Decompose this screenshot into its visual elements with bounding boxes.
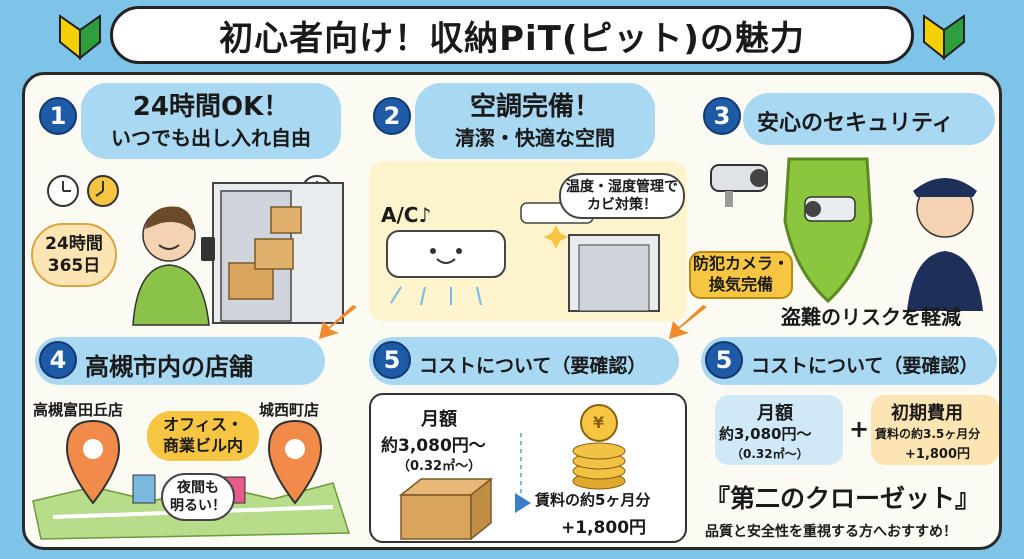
note-line: カビ対策！ <box>587 197 657 213</box>
section-number: 4 <box>39 341 77 379</box>
bubble-line: 明るい！ <box>170 498 226 514</box>
section-5b-bubble <box>701 337 997 385</box>
section-number: 5 <box>705 341 743 379</box>
section-number: 2 <box>373 97 411 135</box>
security-illustration <box>710 157 983 311</box>
section-5a-heading: コストについて（要確認） <box>419 355 647 377</box>
monthly-panel <box>715 395 843 465</box>
beginner-leaf-icon <box>923 14 965 61</box>
plus-sign: + <box>849 415 870 443</box>
deposit-line: +1,800円 <box>561 518 647 538</box>
monthly-label: 月額 <box>757 403 793 424</box>
coin-stack-icon <box>572 404 626 490</box>
section-1-subheading: いつでも出し入れ自由 <box>111 125 311 150</box>
initial-cost-line: +1,800円 <box>905 447 971 462</box>
beginner-leaf-icon <box>59 14 101 61</box>
area-value: （0.32㎡～） <box>731 447 809 461</box>
initial-cost-line: 賃料の約3.5ヶ月分 <box>875 427 981 441</box>
infographic-board: 1 24時間OK！ いつでも出し入れ自由 24時間 365日 2 空調完備！ 清… <box>22 72 1002 550</box>
section-1-bubble: 24時間OK！ いつでも出し入れ自由 <box>81 83 341 159</box>
clock-icon <box>87 175 119 207</box>
humidity-note: 温度・湿度管理で カビ対策！ <box>559 173 685 219</box>
ac-label: A/C♪ <box>381 203 432 227</box>
initial-cost-label: 初期費用 <box>891 403 963 424</box>
closet-slogan: 『第二のクローゼット』 <box>705 484 981 513</box>
security-guard-icon <box>907 178 983 311</box>
air-conditioner-illustration <box>386 202 660 312</box>
risk-text: 盗難のリスクを軽減 <box>781 305 961 329</box>
arrow-icon <box>515 493 531 513</box>
office-location-bubble: オフィス・ 商業ビル内 <box>147 411 259 461</box>
badge-line: 365日 <box>47 256 101 276</box>
monthly-value: 約3,080円～ <box>719 425 812 443</box>
bubble-line: 商業ビル内 <box>162 436 243 455</box>
tag-line: 換気完備 <box>708 275 773 294</box>
section-2-subheading: 清潔・快適な空間 <box>455 125 615 150</box>
monthly-value: 約3,080円～ <box>381 436 486 456</box>
section-5b-heading: コストについて（要確認） <box>751 355 979 377</box>
section-number: 5 <box>373 341 411 379</box>
camera-tag: 防犯カメラ・ 換気完備 <box>689 251 793 299</box>
tag-line: 防犯カメラ・ <box>692 254 789 274</box>
section-2-heading: 空調完備！ <box>469 92 600 123</box>
night-bright-bubble: 夜間も 明るい！ <box>161 473 235 521</box>
deposit-line: 賃料の約5ヶ月分 <box>535 491 651 509</box>
cost-illustration <box>398 433 531 541</box>
section-2-bubble: 空調完備！ 清潔・快適な空間 <box>415 83 655 159</box>
storage-unit-illustration <box>132 182 344 326</box>
location-pin-icon <box>65 419 121 505</box>
arrow-icon <box>319 305 357 339</box>
section-number: 1 <box>39 97 77 135</box>
section-4-bubble <box>35 337 325 385</box>
location-pin-icon <box>267 419 323 505</box>
bubble-line: オフィス・ <box>163 415 243 435</box>
store-name: 高槻富田丘店 <box>33 401 124 419</box>
arrow-icon <box>669 305 707 339</box>
security-camera-icon <box>710 164 768 207</box>
yen-symbol: ¥ <box>593 413 605 432</box>
note-line: 温度・湿度管理で <box>566 178 678 195</box>
store-name: 城西町店 <box>259 401 320 419</box>
bubble-line: 夜間も <box>177 479 219 496</box>
badge-line: 24時間 <box>45 233 103 254</box>
shield-icon <box>783 157 873 304</box>
hours-badge: 24時間 365日 <box>31 223 117 287</box>
page-title: 初心者向け！収納PiT(ピット)の魅力 <box>110 6 914 64</box>
section-3-heading: 安心のセキュリティ <box>757 111 954 136</box>
section-1-heading: 24時間OK！ <box>132 92 290 123</box>
clock-icon <box>47 175 79 207</box>
cardboard-box-icon <box>398 477 494 541</box>
section-3-bubble <box>743 93 995 145</box>
monthly-label: 月額 <box>421 409 457 430</box>
section-4-heading: 高槻市内の店舗 <box>85 353 253 381</box>
phone-icon <box>201 237 215 261</box>
section-number: 3 <box>703 97 741 135</box>
initial-cost-panel <box>871 395 999 465</box>
area-value: （0.32㎡～） <box>397 459 482 474</box>
recommendation-text: 品質と安全性を重視する方へおすすめ！ <box>705 524 957 540</box>
section-5a-bubble <box>369 337 679 385</box>
